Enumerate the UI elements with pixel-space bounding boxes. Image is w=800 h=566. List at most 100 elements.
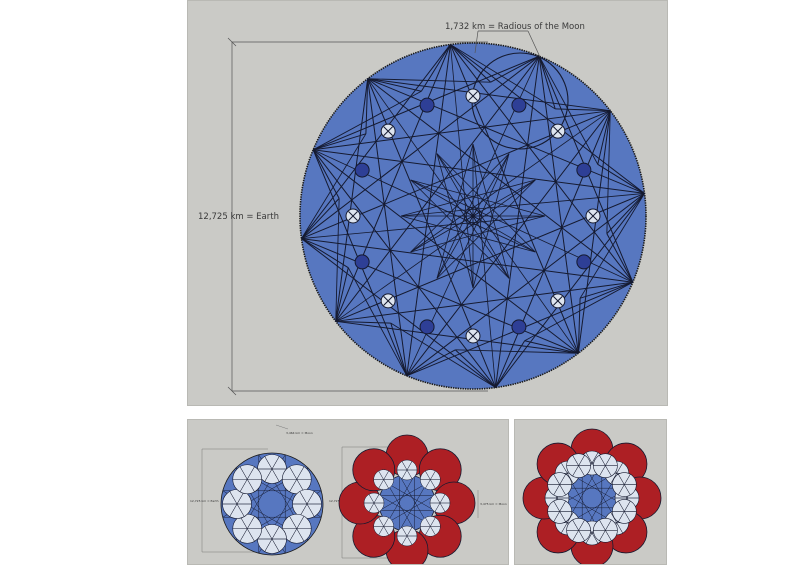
dark-moon-dot	[354, 254, 370, 270]
geometry-line	[367, 78, 510, 279]
crossed-moon-marker	[345, 208, 361, 224]
geometry-line	[463, 211, 466, 217]
geometry-line	[390, 322, 408, 376]
geometry-line	[239, 466, 255, 492]
dark-moon-dot	[354, 162, 370, 178]
dark-moon-dot	[576, 254, 592, 270]
crossed-moon-marker	[465, 328, 481, 344]
moon-circle	[612, 472, 637, 497]
moon-circle	[222, 489, 252, 519]
geometry-line	[434, 494, 446, 512]
geometry-line	[477, 220, 482, 225]
geometry-line	[312, 149, 496, 388]
geometry-line	[401, 461, 413, 479]
moon-circle	[566, 518, 591, 543]
geometry-line	[367, 78, 408, 376]
geometry-line	[472, 153, 510, 289]
geometry-line	[553, 500, 566, 522]
geometry-line	[464, 207, 469, 212]
geometry-line	[335, 198, 340, 322]
geometry-line	[401, 527, 413, 545]
geometry-line	[472, 206, 478, 209]
moon-radius-label: 1,732 km = Radious of the Moon	[445, 22, 585, 32]
geometry-line	[468, 206, 474, 209]
geometry-line	[264, 456, 280, 482]
geometry-line	[312, 90, 422, 151]
geometry-line	[618, 500, 631, 522]
geometry-line	[400, 193, 645, 217]
geometry-line	[538, 55, 599, 165]
crossed-moon-marker	[380, 123, 396, 139]
geometry-line	[561, 512, 574, 534]
geometry-line	[436, 208, 478, 279]
geometry-line	[553, 474, 566, 496]
geometry-line	[386, 483, 415, 531]
moon-circle	[373, 469, 394, 490]
geometry-line	[436, 179, 536, 279]
geometry-line	[335, 44, 451, 322]
moon-circle	[547, 499, 572, 524]
dark-moon-dot	[419, 97, 435, 113]
crossed-moon-marker	[550, 293, 566, 309]
moon-circle	[363, 492, 385, 514]
geometry-line	[472, 143, 496, 388]
crossed-moon-marker	[550, 123, 566, 139]
geometry-line	[572, 455, 585, 477]
moon-circle	[396, 459, 418, 481]
geometry-line	[572, 519, 585, 541]
moon-circle	[420, 469, 441, 490]
geometry-line	[367, 78, 645, 194]
geometry-line	[313, 133, 367, 151]
geometry-line	[480, 211, 483, 217]
main-diagram-panel: 12,725 km = Earth 1,732 km = Radious of …	[187, 0, 668, 406]
moon-circle	[547, 472, 572, 497]
geometry-line	[289, 516, 305, 542]
earth-eight-moons-diagram: 12,725 km = Earth 3,464 km = Moon 12,725…	[190, 424, 507, 564]
moon-circle	[593, 518, 618, 543]
moon-circle	[396, 525, 418, 547]
moon-circle	[420, 516, 441, 537]
geometry-line	[410, 153, 510, 253]
geometry-line	[410, 215, 546, 253]
geometry-line	[301, 133, 367, 239]
geometry-line	[495, 340, 526, 388]
geometry-line	[450, 44, 556, 110]
geometry-line	[367, 78, 491, 83]
geometry-line	[577, 298, 581, 354]
geometry-line	[410, 211, 481, 253]
small-earth-label: 12,725 km = Earth	[190, 499, 219, 503]
geometry-line	[579, 281, 633, 299]
geometry-line	[313, 110, 611, 151]
geometry-line	[579, 193, 645, 299]
moon-markers	[345, 88, 601, 344]
moon-circle	[257, 454, 287, 484]
geometry-line	[436, 143, 474, 279]
geometry-line	[239, 516, 255, 542]
geometry-line	[538, 56, 579, 354]
geometry-line	[301, 238, 633, 283]
geometry-line	[406, 44, 451, 376]
geometry-line	[289, 466, 305, 492]
geometry-line	[455, 349, 496, 388]
geometry-line	[606, 110, 611, 234]
geometry-line	[524, 340, 579, 354]
geometry-line	[335, 320, 391, 324]
geometry-line	[378, 470, 389, 489]
geometry-line	[477, 207, 482, 212]
geometry-line	[312, 149, 340, 199]
flower-figure	[522, 428, 662, 564]
geometry-line	[425, 517, 436, 536]
geometry-line	[495, 110, 611, 388]
geometry-line	[399, 483, 428, 531]
geometry-line	[335, 281, 633, 322]
geometry-line	[410, 179, 481, 221]
geometry-line	[367, 78, 422, 92]
geometry-line	[420, 44, 451, 92]
geometry-line	[347, 267, 408, 377]
geometry-line	[490, 55, 540, 83]
geometry-line	[313, 149, 645, 194]
geometry-line	[406, 110, 611, 377]
geometry-line	[468, 223, 474, 226]
geometry-line	[425, 470, 436, 489]
geometry-line	[410, 110, 611, 253]
